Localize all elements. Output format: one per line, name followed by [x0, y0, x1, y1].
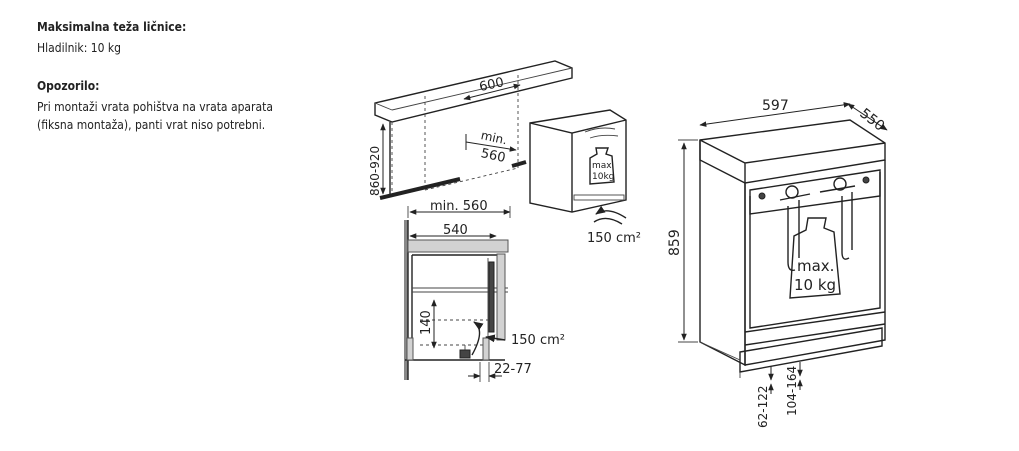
warning-text-line-2: (fiksna montaža), panti vrat niso potreb…: [37, 118, 266, 132]
floor-right: [511, 160, 527, 168]
installation-diagram: 600 min. 560 860-920 max. 10kg 150 cm²: [368, 60, 641, 246]
warning-heading: Opozorilo:: [37, 79, 100, 93]
small-weight-label-1: max.: [592, 161, 614, 171]
section-depth-label: 540: [443, 223, 468, 238]
wall: [404, 220, 408, 380]
foot-range-label-1: 62-122: [756, 385, 770, 428]
height-label: 859: [667, 229, 683, 256]
max-weight-heading: Maksimalna teža ličnice:: [37, 20, 187, 34]
control-panel: [749, 169, 881, 215]
niche-height-label: 860-920: [368, 146, 382, 196]
section-diagram: min. 560 540 140 150 cm²: [404, 199, 565, 382]
large-weight-label-2: 10 kg: [794, 276, 836, 294]
appliance-front: [744, 160, 886, 366]
small-weight-icon: [589, 147, 615, 185]
top-vent-area-label: 150 cm²: [587, 231, 641, 246]
large-weight-icon: [789, 217, 841, 299]
appliance-plinth: [739, 311, 886, 373]
airflow-arrow: [595, 205, 627, 219]
niche-width-label: 600: [478, 75, 505, 95]
small-weight-label-2: 10kg: [592, 172, 614, 182]
section-countertop: [407, 239, 509, 253]
width-label: 597: [762, 98, 789, 114]
section-min-depth-label: min. 560: [430, 199, 488, 214]
large-weight-label-1: max.: [797, 257, 834, 275]
depth-label: 550: [857, 106, 888, 135]
plinth-height-label: 140: [419, 310, 434, 335]
countertop: [374, 60, 573, 123]
appliance-diagram: 597 550 max. 10 kg 859: [667, 98, 888, 428]
niche-depth-label-line2: 560: [479, 146, 506, 166]
floor-left: [379, 177, 461, 200]
niche-depth-label-line1: min.: [480, 128, 509, 147]
warning-text-line-1: Pri montaži vrata pohištva na vrata apar…: [37, 100, 273, 114]
gap-label: 22-77: [494, 362, 532, 377]
section-vent-area-label: 150 cm²: [511, 333, 565, 348]
appliance-door: [749, 172, 881, 329]
max-weight-text: Hladilnik: 10 kg: [37, 41, 122, 55]
small-appliance-body: [529, 109, 627, 213]
appliance-side: [699, 140, 746, 367]
foot-range-label-2: 104-164: [785, 366, 799, 416]
niche-outline: [391, 75, 519, 196]
section-door: [496, 253, 506, 341]
info-panel: Maksimalna teža ličnice: Hladilnik: 10 k…: [37, 20, 327, 134]
